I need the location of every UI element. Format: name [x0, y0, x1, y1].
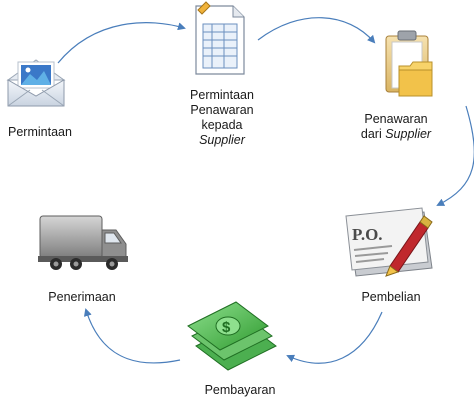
spreadsheet-document-icon	[195, 1, 245, 75]
delivery-truck-icon	[38, 215, 128, 270]
clipboard-folder-icon	[385, 30, 433, 97]
arrow-penawaran-to-pembelian	[436, 105, 474, 206]
label-penawaran: Penawaran dari Supplier	[356, 112, 436, 142]
label-permintaan-penawaran-line1: Permintaan	[190, 88, 254, 102]
label-penawaran-line2-prefix: dari	[360, 127, 386, 141]
po-title-text: P.O.	[352, 225, 383, 244]
label-penawaran-line2-italic: Supplier	[385, 127, 432, 141]
label-permintaan-penawaran-line2: Penawaran	[190, 103, 254, 117]
arrow-permintaan-penawaran-to-penawaran	[257, 17, 376, 44]
arrow-permintaan-to-permintaan-penawaran	[57, 22, 186, 64]
label-pembayaran-line1: Pembayaran	[204, 383, 276, 397]
arrow-pembelian-to-pembayaran	[286, 311, 383, 364]
label-penerimaan: Penerimaan	[44, 290, 120, 305]
arrow-pembayaran-to-penerimaan	[83, 308, 181, 364]
label-pembelian-line1: Pembelian	[361, 290, 421, 304]
label-permintaan-penawaran-line4: Supplier	[199, 133, 245, 147]
label-permintaan: Permintaan	[8, 125, 72, 140]
label-penawaran-line1: Penawaran	[364, 112, 428, 126]
label-pembelian: Pembelian	[356, 290, 426, 305]
purchase-order-pen-icon: P.O.	[345, 207, 433, 277]
label-permintaan-penawaran-line3: kepada	[201, 118, 243, 132]
svg-text:$: $	[222, 319, 231, 336]
envelope-photo-icon	[6, 59, 66, 107]
label-permintaan-line1: Permintaan	[8, 125, 72, 139]
label-permintaan-penawaran: Permintaan Penawaran kepada Supplier	[184, 88, 260, 148]
label-penerimaan-line1: Penerimaan	[48, 290, 116, 304]
money-stack-icon: $	[187, 301, 277, 371]
label-pembayaran: Pembayaran	[200, 383, 280, 398]
